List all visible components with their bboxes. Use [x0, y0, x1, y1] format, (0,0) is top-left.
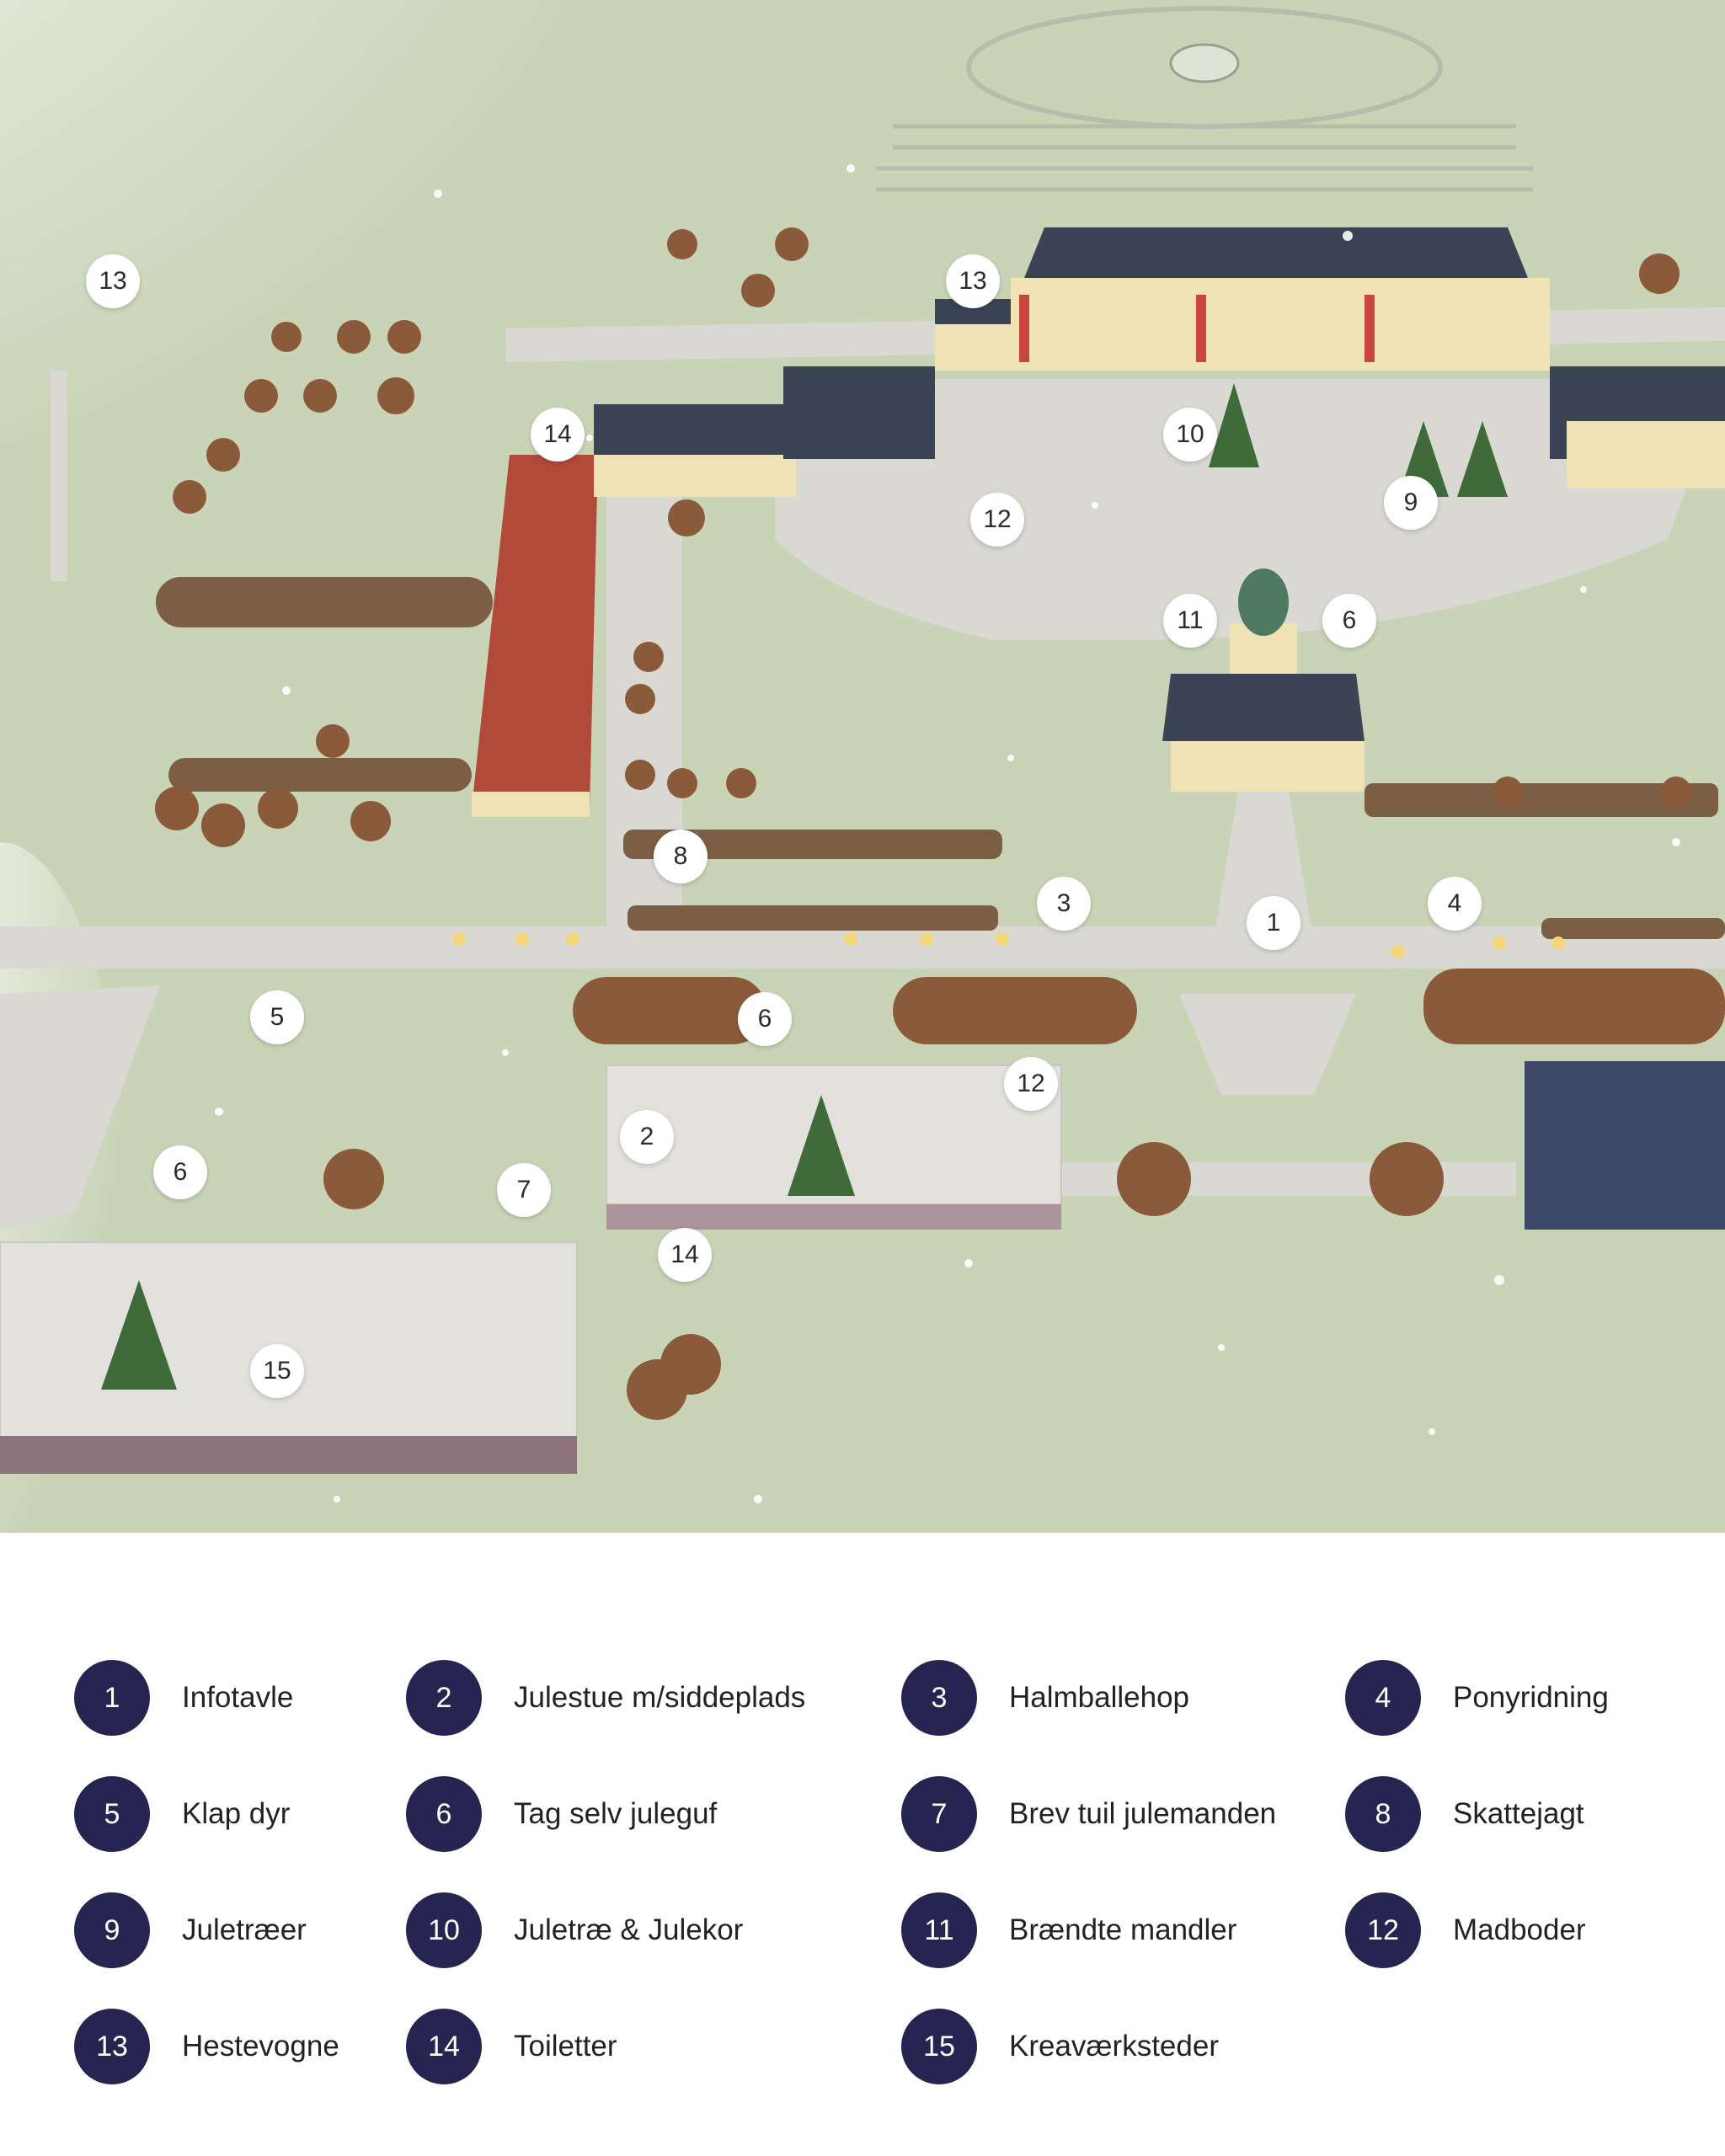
legend-badge: 15	[901, 2009, 977, 2084]
map-marker[interactable]: 15	[250, 1344, 304, 1398]
legend-badge: 13	[74, 2009, 150, 2084]
legend-item: 5 Klap dyr	[74, 1775, 290, 1853]
castle-wings	[594, 366, 1725, 497]
map-marker[interactable]: 12	[970, 493, 1024, 547]
christmas-trees	[101, 383, 1508, 1390]
fountain-top	[1169, 43, 1240, 83]
legend-label: Halmballehop	[1009, 1681, 1190, 1714]
legend-item: 15 Kreaværksteder	[901, 2008, 1219, 2085]
legend-item: 11 Brændte mandler	[901, 1892, 1236, 1969]
legend-label: Juletræer	[182, 1913, 307, 1946]
legend-badge: 2	[406, 1660, 482, 1736]
legend-item: 4 Ponyridning	[1345, 1659, 1609, 1737]
legend-label: Brændte mandler	[1009, 1913, 1237, 1946]
legend-label: Skattejagt	[1453, 1797, 1584, 1830]
legend-item: 7 Brev tuil julemanden	[901, 1775, 1276, 1853]
legend-item: 12 Madboder	[1345, 1892, 1586, 1969]
forecourt	[775, 379, 1701, 640]
legend-label: Hestevogne	[182, 2030, 339, 2063]
legend-label: Juletræ & Julekor	[514, 1913, 744, 1946]
legend-item: 8 Skattejagt	[1345, 1775, 1584, 1853]
legend-label: Tag selv juleguf	[514, 1797, 718, 1830]
hedges	[156, 577, 1725, 939]
legend-badge: 9	[74, 1892, 150, 1968]
legend-label: Infotavle	[182, 1681, 294, 1714]
map-marker[interactable]: 14	[531, 408, 585, 462]
map-marker[interactable]: 8	[654, 830, 708, 883]
main-castle	[935, 227, 1550, 371]
map-marker[interactable]: 14	[658, 1228, 712, 1282]
legend-badge: 4	[1345, 1660, 1421, 1736]
map-marker[interactable]: 10	[1163, 408, 1217, 462]
legend-label: Toiletter	[514, 2030, 617, 2063]
map-marker[interactable]: 2	[620, 1110, 674, 1164]
lamps	[452, 932, 1565, 958]
map-marker[interactable]: 3	[1037, 877, 1091, 931]
map-marker[interactable]: 7	[497, 1163, 551, 1217]
trees	[155, 227, 1725, 1420]
christmas-market-map[interactable]: 1 2 3 4 5 6 6 6 7 8 9 10 11 12 12 13 13 …	[0, 0, 1725, 1533]
legend-badge: 8	[1345, 1776, 1421, 1852]
legend-badge: 5	[74, 1776, 150, 1852]
legend-badge: 12	[1345, 1892, 1421, 1968]
blue-tent	[1525, 1061, 1725, 1230]
legend-item: 1 Infotavle	[74, 1659, 293, 1737]
legend-item: 2 Julestue m/siddeplads	[406, 1659, 805, 1737]
map-marker[interactable]: 6	[1322, 594, 1376, 648]
legend-badge: 1	[74, 1660, 150, 1736]
red-barn	[472, 455, 598, 817]
map-marker[interactable]: 11	[1163, 594, 1217, 648]
map-marker[interactable]: 4	[1428, 877, 1482, 931]
snowfall	[123, 164, 1680, 1503]
legend-item: 10 Juletræ & Julekor	[406, 1892, 743, 1969]
legend-badge: 6	[406, 1776, 482, 1852]
map-marker[interactable]: 1	[1247, 896, 1300, 950]
map-marker[interactable]: 9	[1384, 476, 1438, 530]
legend-item: 13 Hestevogne	[74, 2008, 339, 2085]
legend-item: 3 Halmballehop	[901, 1659, 1189, 1737]
map-marker[interactable]: 12	[1004, 1057, 1058, 1111]
legend-label: Brev tuil julemanden	[1009, 1797, 1277, 1830]
legend-item: 14 Toiletter	[406, 2008, 617, 2085]
legend-item: 6 Tag selv juleguf	[406, 1775, 717, 1853]
legend-item: 9 Juletræer	[74, 1892, 307, 1969]
map-marker[interactable]: 6	[738, 992, 792, 1046]
legend-badge: 11	[901, 1892, 977, 1968]
map-marker[interactable]: 6	[153, 1145, 207, 1199]
map-marker[interactable]: 5	[250, 990, 304, 1044]
fog-overlay	[0, 0, 691, 539]
legend-badge: 7	[901, 1776, 977, 1852]
map-marker[interactable]: 13	[86, 254, 140, 308]
legend-label: Madboder	[1453, 1913, 1586, 1946]
legend-label: Julestue m/siddeplads	[514, 1681, 806, 1714]
legend-label: Kreaværksteder	[1009, 2030, 1219, 2063]
gatehouse	[1162, 568, 1365, 792]
map-marker[interactable]: 13	[946, 254, 1000, 308]
legend-badge: 14	[406, 2009, 482, 2084]
map-illustration	[0, 0, 1725, 1533]
legend-label: Ponyridning	[1453, 1681, 1609, 1714]
workshop-area	[0, 1241, 578, 1441]
legend-label: Klap dyr	[182, 1797, 291, 1830]
legend-badge: 3	[901, 1660, 977, 1736]
legend-badge: 10	[406, 1892, 482, 1968]
map-legend: 1 Infotavle 2 Julestue m/siddeplads 3 Ha…	[0, 1533, 1725, 2156]
